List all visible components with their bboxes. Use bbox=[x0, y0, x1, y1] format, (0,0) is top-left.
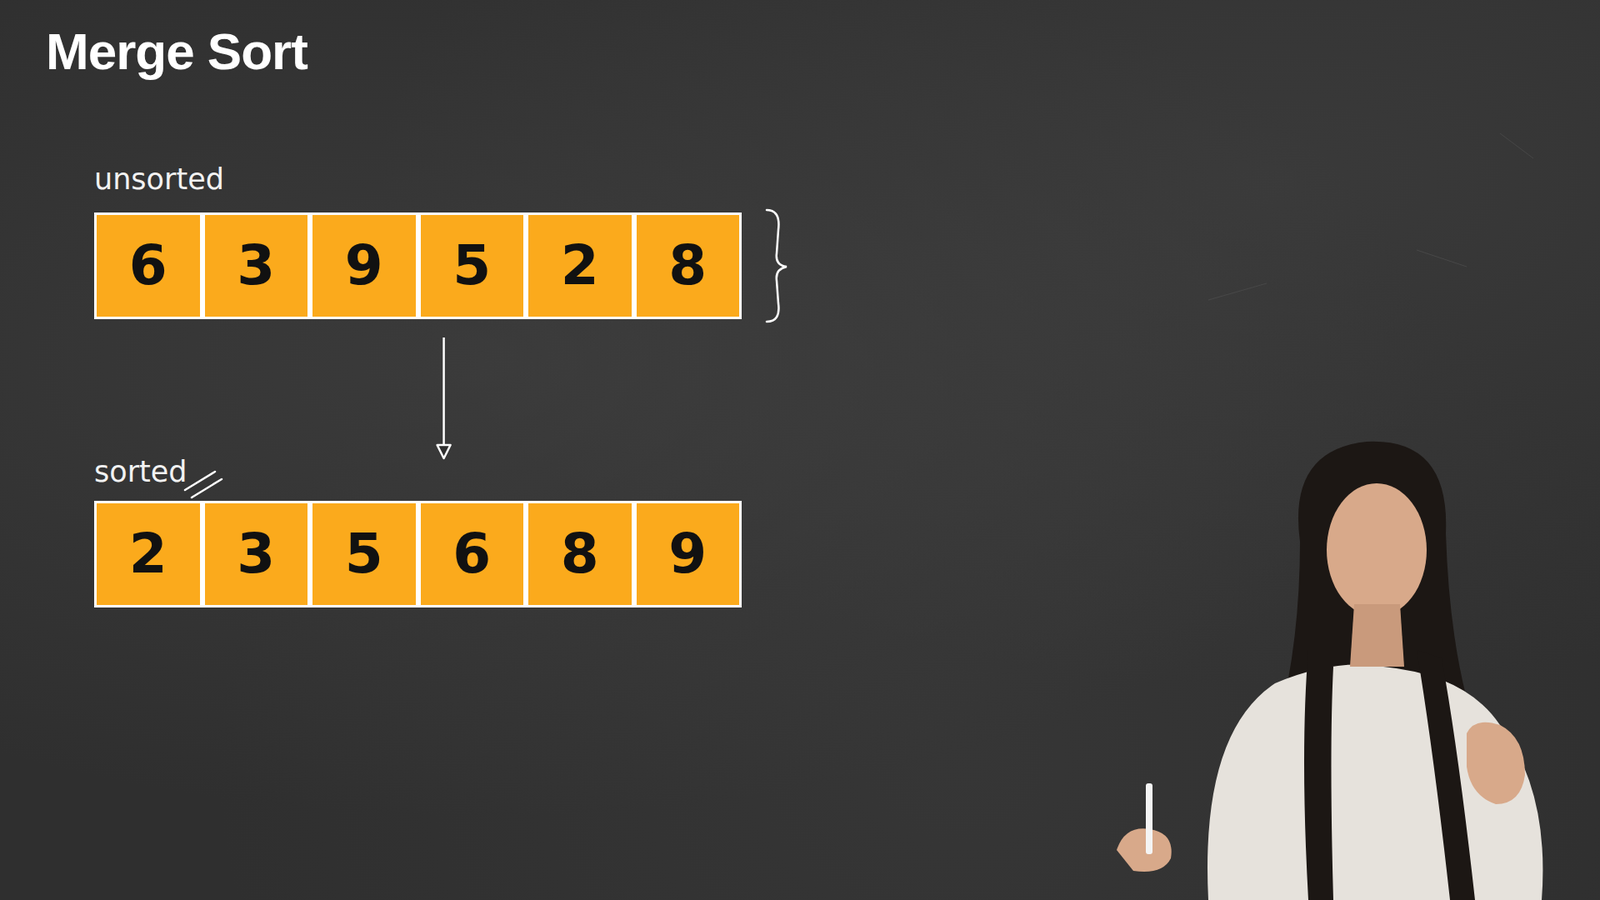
cell-value: 2 bbox=[129, 526, 168, 582]
array-cell: 6 bbox=[418, 500, 527, 608]
cell-value: 8 bbox=[668, 238, 707, 294]
cell-value: 9 bbox=[668, 526, 707, 582]
chalk-smudge bbox=[1416, 250, 1467, 267]
array-label: unsorted bbox=[94, 164, 225, 195]
cell-value: 5 bbox=[452, 238, 491, 294]
array-cell: 8 bbox=[525, 500, 635, 608]
array-cell: 8 bbox=[634, 212, 743, 320]
cell-value: 6 bbox=[452, 526, 491, 582]
array-group: unsorted 6 3 9 5 2 8 bbox=[94, 164, 742, 320]
presenter-body bbox=[1207, 665, 1543, 900]
flow-arrow bbox=[437, 337, 451, 459]
chalk-smudge bbox=[1208, 283, 1267, 300]
cell-value: 5 bbox=[345, 526, 384, 582]
presenter-hand bbox=[1116, 828, 1172, 872]
cell-value: 3 bbox=[236, 526, 275, 582]
presenter-face bbox=[1326, 483, 1427, 617]
arrow-head bbox=[437, 445, 451, 459]
array-cell: 3 bbox=[202, 500, 311, 608]
double-slash-mark bbox=[185, 471, 222, 498]
arrow-shaft bbox=[442, 337, 445, 459]
curly-brace bbox=[766, 210, 787, 322]
array-cell: 2 bbox=[94, 500, 203, 608]
chalk-smudge bbox=[1500, 133, 1534, 159]
array-cell: 6 bbox=[94, 212, 203, 320]
presenter-figure bbox=[1116, 441, 1543, 900]
cell-value: 9 bbox=[345, 238, 384, 294]
array-cell: 3 bbox=[202, 212, 311, 320]
cell-value: 8 bbox=[560, 526, 600, 582]
array-group: sorted 2 3 5 6 8 9 bbox=[94, 456, 742, 608]
cell-value: 6 bbox=[129, 238, 168, 294]
presenter-hair-front bbox=[1304, 650, 1475, 900]
array-cell: 9 bbox=[310, 212, 419, 320]
diagram-title: Merge Sort bbox=[45, 21, 308, 81]
cell-value: 2 bbox=[560, 238, 600, 294]
slash-line bbox=[191, 479, 222, 498]
array-cell: 2 bbox=[525, 212, 635, 320]
array-label: sorted bbox=[94, 456, 188, 487]
array-cell: 5 bbox=[310, 500, 419, 608]
array-cell: 9 bbox=[634, 500, 743, 608]
cell-value: 3 bbox=[236, 238, 275, 294]
array-cell: 5 bbox=[418, 212, 527, 320]
slash-line bbox=[185, 471, 215, 490]
presenter-raised-hand bbox=[1466, 722, 1525, 805]
chalk-stick bbox=[1145, 783, 1153, 855]
presenter-neck bbox=[1350, 604, 1405, 667]
